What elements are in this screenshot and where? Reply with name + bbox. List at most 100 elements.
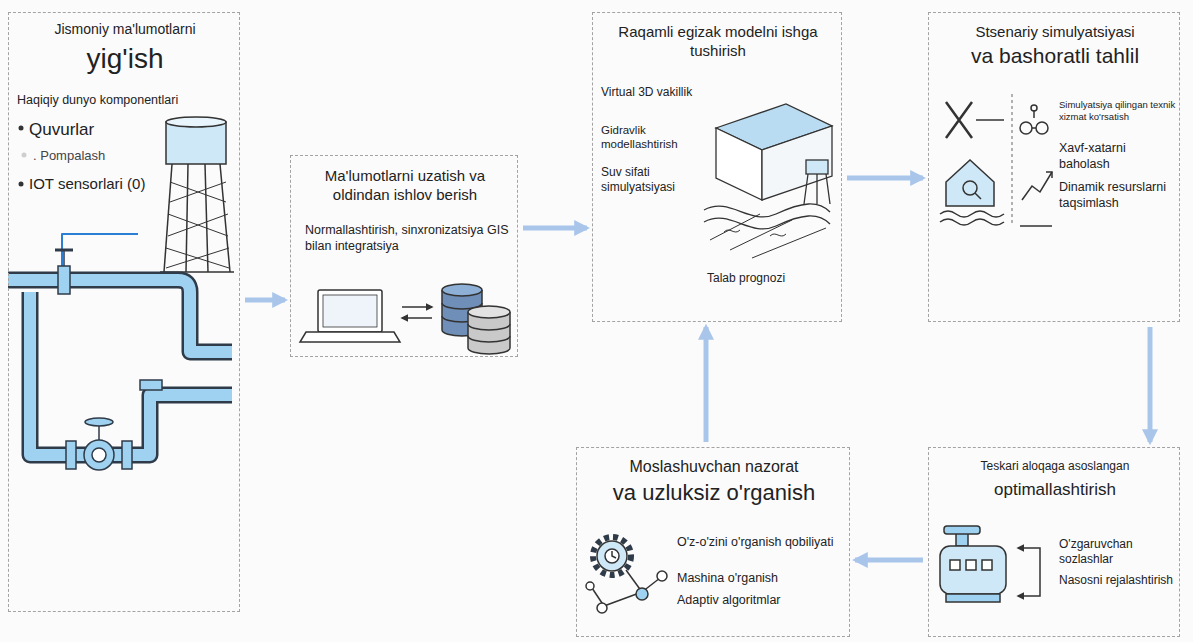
digital-twin-model-part [704, 216, 830, 229]
laptop-icon-part [323, 295, 377, 327]
pump-icon-part [946, 594, 1000, 602]
text-slot: Ma'lumotlarni uzatish va oldindan ishlov… [301, 167, 509, 205]
water-tower-part [166, 117, 226, 127]
gear-network-part [612, 551, 616, 558]
valve-symbols [55, 250, 162, 470]
bullet-dots [19, 126, 27, 187]
text-slot: Teskari aloqaga asoslangan [939, 459, 1171, 474]
digital-twin-model-part [804, 174, 830, 204]
pump-icon-part [966, 560, 976, 570]
digital-twin-model [704, 104, 832, 258]
digital-twin-model-part [716, 128, 762, 200]
valve-symbols-part [140, 380, 162, 390]
database-icon-part [468, 324, 510, 342]
text-slot: Adaptiv algoritmlar [677, 593, 845, 609]
box-heading: va uzluksiz o'rganish [583, 479, 845, 507]
water-tower-part [166, 122, 226, 164]
box-text: IOT sensorlari (0) [29, 175, 161, 194]
bullet-dots-part [22, 153, 27, 158]
database-icon-part [442, 284, 482, 296]
gear-network-part [636, 588, 648, 600]
text-slot: optimallashtirish [939, 479, 1171, 500]
box-text: Raqamli egizak modelni ishga tushirish [607, 23, 829, 61]
gear-network-part [593, 537, 631, 575]
text-slot: Simulyatsiya qilingan texnik xizmat ko'r… [1059, 99, 1177, 123]
adjust-arrows [1018, 548, 1040, 596]
text-slot: . Pompalash [33, 148, 153, 164]
scenario-icons-part [1022, 172, 1052, 200]
water-tower-part [166, 182, 229, 268]
text-slot: Haqiqiy dunyo komponentlari [17, 93, 217, 109]
valve-symbols-part [85, 418, 113, 426]
text-slot: Suv sifati simulyatsiyasi [601, 165, 697, 195]
valve-symbols-part [63, 250, 65, 266]
scenario-icons-part [976, 119, 1004, 121]
scenario-icons-part [1020, 122, 1032, 134]
scenario-icons-part [1036, 122, 1048, 134]
flow-arrow [1148, 327, 1153, 442]
text-slot: Dinamik resurslarni taqsimlash [1059, 180, 1177, 211]
text-slot: Moslashuvchan nazorat [587, 457, 841, 477]
scenario-icons [940, 94, 1052, 226]
pump-icon-part [950, 560, 960, 570]
box-heading: va bashoratli tahlil [937, 43, 1173, 69]
box-text: Moslashuvchan nazorat [587, 457, 841, 477]
gear-network-part [586, 582, 594, 590]
box-text: Ma'lumotlarni uzatish va oldindan ishlov… [301, 167, 509, 205]
transfer-arrows [402, 307, 432, 318]
valve-symbols-part [58, 266, 70, 294]
box-text: Talab prognozi [707, 271, 827, 286]
stage-box: Ma'lumotlarni uzatish va oldindan ishlov… [290, 155, 518, 357]
box-text: Stsenariy simulyatsiyasi [939, 23, 1171, 42]
scenario-icons-part [1031, 105, 1037, 111]
text-slot: Nasosni rejalashtirish [1059, 573, 1177, 588]
flow-arrow [855, 558, 923, 563]
pipe-network-part [30, 292, 232, 455]
text-slot: Virtual 3D vakillik [601, 85, 697, 100]
box-text: Jismoniy ma'lumotlarni [19, 21, 231, 39]
database-icon [442, 284, 510, 354]
water-tower-part [164, 164, 172, 272]
text-slot: O'z-o'zini o'rganish qobiliyati [677, 535, 845, 551]
gear-network-part [597, 603, 607, 613]
pipe-network-part [8, 280, 232, 352]
box-text: Nasosni rejalashtirish [1059, 573, 1177, 588]
transfer-arrows-part [402, 306, 432, 308]
box-text: Normallashtirish, sinxronizatsiya GIS bi… [305, 223, 517, 254]
valve-symbols-part [84, 440, 114, 470]
laptop-icon [300, 290, 400, 342]
stage-box: Moslashuvchan nazoratva uzluksiz o'rgani… [576, 447, 850, 637]
pipe-network [8, 234, 232, 455]
box-text: Xavf-xatarni baholash [1059, 141, 1177, 172]
adjust-arrows-part [1018, 548, 1040, 596]
text-slot: Stsenariy simulyatsiyasi [939, 23, 1171, 42]
gear-network-part [657, 571, 667, 581]
text-slot: Raqamli egizak modelni ishga tushirish [607, 23, 829, 61]
pump-icon-part [944, 526, 980, 534]
scenario-icons-part [1046, 172, 1052, 178]
valve-symbols-part [92, 448, 106, 462]
text-slot: va bashoratli tahlil [937, 43, 1173, 69]
water-tower-part [220, 164, 230, 272]
digital-twin-model-part [762, 126, 832, 200]
pump-icon [940, 526, 1006, 602]
gear-network-part [597, 541, 627, 571]
valve-symbols-part [66, 441, 76, 469]
box-text: Suv sifati simulyatsiyasi [601, 165, 697, 195]
text-slot: Xavf-xatarni baholash [1059, 141, 1177, 172]
box-text: Virtual 3D vakillik [601, 85, 697, 100]
flow-arrow [704, 327, 709, 442]
box-text: Adaptiv algoritmlar [677, 593, 845, 609]
scenario-icons-part [1011, 94, 1013, 226]
scenario-icons-part [1032, 127, 1036, 129]
scenario-icons-part [946, 102, 972, 138]
digital-twin-model-part [710, 214, 826, 258]
box-text: Dinamik resurslarni taqsimlash [1059, 180, 1177, 211]
scenario-icons-part [946, 160, 994, 206]
box-text: . Pompalash [33, 148, 153, 164]
box-heading: yig'ish [19, 41, 231, 76]
box-heading: Quvurlar [29, 119, 149, 140]
text-slot: yig'ish [19, 41, 231, 76]
stage-box: Raqamli egizak modelni ishga tushirishVi… [592, 12, 842, 322]
